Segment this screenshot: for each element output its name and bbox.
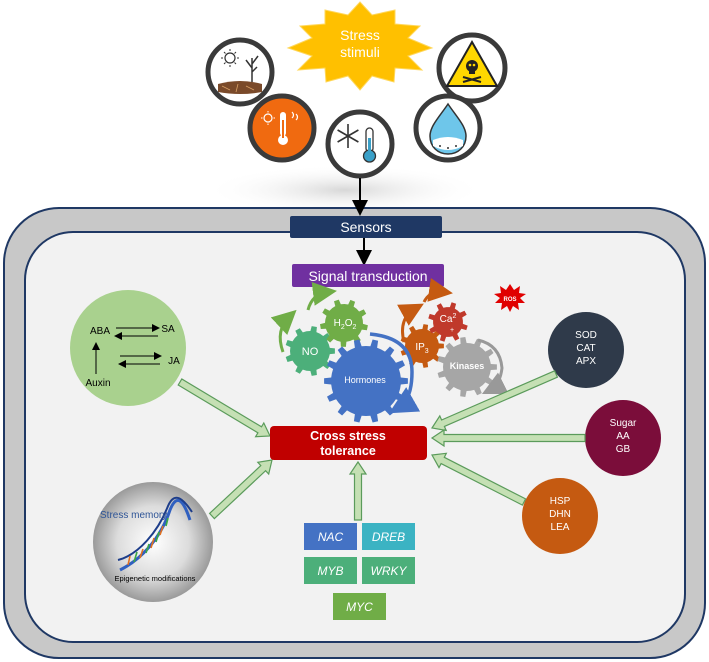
ip3-gear-label: IP3 xyxy=(415,342,428,355)
antioxidant-0: SOD xyxy=(575,330,597,341)
tf-myc: MYC xyxy=(346,600,373,614)
h2o2-gear xyxy=(320,299,368,347)
center-line2: tolerance xyxy=(320,444,376,458)
block-arrows xyxy=(177,370,586,521)
h2o2-cycle-arrow xyxy=(306,281,337,311)
stress-shadow xyxy=(205,165,485,215)
osmolytes-circle: Sugar AA GB xyxy=(585,400,661,476)
tf-wrky: WRKY xyxy=(371,564,408,578)
stress-stimuli-burst: Stress stimuli xyxy=(286,1,434,91)
ja-label: JA xyxy=(168,356,180,367)
hormones-gear-label: Hormones xyxy=(344,375,386,385)
proteins-to-center-arrow xyxy=(431,452,527,506)
hormones-to-center-arrow xyxy=(177,378,271,438)
sensors-box xyxy=(290,216,442,238)
epigenetic-memory: Stress memory Epigenetic modifications xyxy=(93,482,213,602)
osmolyte-2: GB xyxy=(616,444,631,455)
protein-2: LEA xyxy=(551,522,570,533)
kinases-gear-label: Kinases xyxy=(450,361,485,371)
ip3-cycle-arrow xyxy=(397,303,424,343)
proteins-circle: HSP DHN LEA xyxy=(522,478,598,554)
tf-dreb: DREB xyxy=(372,530,405,544)
ca-gear xyxy=(428,302,468,342)
sensors-label: Sensors xyxy=(340,219,391,235)
gear-cluster xyxy=(285,299,497,423)
salinity-water-drop-icon xyxy=(413,93,483,163)
ca-gear-label-plus: + xyxy=(450,327,454,334)
tf-nac-box xyxy=(304,523,357,550)
antioxidant-1: CAT xyxy=(576,343,595,354)
auxin-label: Auxin xyxy=(85,378,110,389)
ca-cycle-arrow xyxy=(422,278,453,303)
tf-dreb-box xyxy=(362,523,415,550)
heat-thermometer-icon xyxy=(247,93,317,163)
ip3-gear xyxy=(400,324,444,368)
cross-stress-tolerance: Cross stress tolerance xyxy=(270,426,427,460)
ros-label: ROS xyxy=(503,297,516,303)
sa-label: SA xyxy=(161,324,175,335)
no-cycle-arrow xyxy=(270,309,297,353)
protein-1: DHN xyxy=(549,509,571,520)
tf-myb: MYB xyxy=(317,564,343,578)
tf-wrky-box xyxy=(362,557,415,584)
osmolyte-1: AA xyxy=(616,431,630,442)
hormones-cycle-arrow xyxy=(369,332,421,414)
antioxidants-to-center-arrow xyxy=(431,370,559,432)
ros-burst: ROS xyxy=(494,284,526,312)
tf-myb-box xyxy=(304,557,357,584)
antioxidants-circle: SOD CAT APX xyxy=(548,312,624,388)
stress-memory-label: Stress memory xyxy=(100,510,167,521)
hormones-gear xyxy=(324,339,408,423)
aba-label: ABA xyxy=(90,326,110,337)
tf-nac: NAC xyxy=(318,530,344,544)
drought-sun-icon xyxy=(205,37,275,107)
center-line1: Cross stress xyxy=(310,429,386,443)
h2o2-gear-label: H2O2 xyxy=(334,318,357,331)
stress-stimuli-line1: Stress xyxy=(340,27,380,43)
tf-to-center-arrow xyxy=(348,460,368,521)
hormone-crosstalk: ABA SA JA Auxin xyxy=(70,290,186,406)
ca-gear-label: Ca2 xyxy=(440,313,457,325)
protein-0: HSP xyxy=(550,496,571,507)
epigenetic-label: Epigenetic modifications xyxy=(115,574,196,583)
tf-myc-box xyxy=(333,593,386,620)
kinases-cycle-arrow xyxy=(477,338,509,395)
osmolytes-to-center-arrow xyxy=(430,428,586,448)
osmolyte-0: Sugar xyxy=(610,418,637,429)
stress-stimuli-line2: stimuli xyxy=(340,44,380,60)
epigenetic-to-center-arrow xyxy=(208,459,273,520)
toxic-skull-icon xyxy=(436,32,508,104)
cold-snowflake-thermometer-icon xyxy=(325,109,395,179)
signal-transduction-box xyxy=(292,264,444,287)
antioxidant-2: APX xyxy=(576,356,596,367)
no-gear-label: NO xyxy=(302,346,319,358)
transcription-factors: NAC DREB MYB WRKY MYC xyxy=(304,523,415,620)
dna-helix-icon xyxy=(119,498,192,572)
no-gear xyxy=(285,326,335,376)
signal-transduction-label: Signal transduction xyxy=(308,268,427,284)
